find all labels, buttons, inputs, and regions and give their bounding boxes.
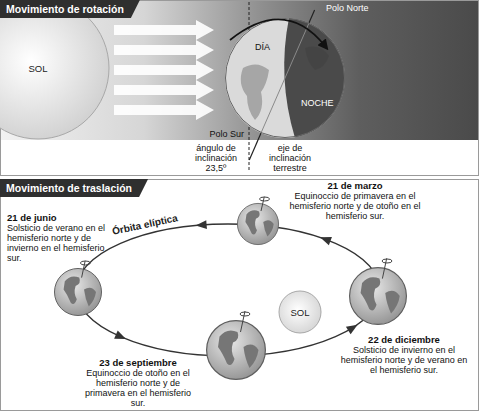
sun-rays — [114, 20, 214, 120]
season-description: Solsticio de invierno en el hemisferio n… — [340, 345, 468, 375]
panel-title: Movimiento de traslación — [0, 179, 148, 197]
translation-panel: Movimiento de traslaciónSOL — [0, 179, 479, 411]
season-caption: 21 de junioSolsticio de verano en el hem… — [7, 212, 107, 263]
date-label: 22 de diciembre — [340, 334, 468, 345]
season-description: Equinoccio de otoño en el hemisferio nor… — [82, 368, 194, 408]
orbit-label: Órbita elíptica — [111, 212, 179, 238]
rotation-panel: Movimiento de rotaciónSOL DÍA NOCHE — [0, 0, 479, 176]
season-caption: 21 de marzoEquinoccio de primavera en el… — [284, 180, 426, 221]
season-description: Solsticio de verano en el hemisferio nor… — [7, 223, 107, 263]
season-description: Equinoccio de primavera en el hemisferio… — [284, 191, 426, 221]
sun-label: SOL — [290, 307, 309, 318]
pole-label: Polo Sur — [209, 129, 244, 139]
rotation-arrow — [230, 19, 325, 46]
day-label: DÍA — [255, 42, 270, 52]
earth-drawing — [225, 18, 345, 138]
sun-circle: SOL — [0, 0, 110, 140]
pole-label: Polo Norte — [326, 3, 369, 13]
angle-label: ángulo de inclinación 23,5º — [186, 143, 246, 173]
season-caption: 23 de septiembreEquinoccio de otoño en e… — [82, 357, 194, 408]
date-label: 21 de marzo — [284, 180, 426, 191]
season-caption: 22 de diciembreSolsticio de invierno en … — [340, 334, 468, 375]
night-label: NOCHE — [301, 98, 334, 108]
axis-label: eje de inclinación terrestre — [260, 143, 320, 173]
date-label: 23 de septiembre — [82, 357, 194, 368]
earth-globe: DÍA NOCHE — [225, 18, 345, 138]
sun-circle: SOL — [278, 290, 322, 334]
date-label: 21 de junio — [7, 212, 107, 223]
panel-title: Movimiento de rotación — [0, 0, 140, 18]
sun-label: SOL — [28, 63, 47, 74]
sun-shape — [0, 0, 110, 140]
